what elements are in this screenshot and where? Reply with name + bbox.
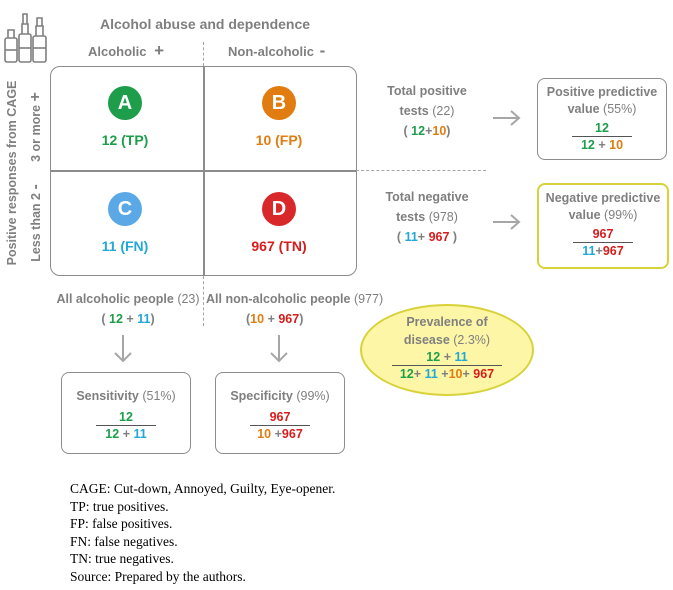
sensitivity-fraction: 12 12 + 11 [96,410,156,441]
footnote-cage: CAGE: Cut-down, Annoyed, Guilty, Eye-ope… [70,481,336,496]
footnote-fp: FP: false positives. [70,516,173,531]
arrow-down-icon [270,335,288,363]
ppv-label: Positive predictive [546,85,658,99]
prevalence-ellipse: Prevalence of disease (2.3%) 12 + 11 12+… [360,304,534,396]
cell-c-value: 11 (FN) [101,238,149,254]
row-header-top: 3 or more + [27,92,44,162]
column-divider [203,42,204,66]
grid-horizontal-divider [51,170,356,172]
npv-fraction: 967 11+967 [573,227,633,258]
column-header-alcoholic: Alcoholic + [88,41,165,60]
footnotes: CAGE: Cut-down, Annoyed, Guilty, Eye-ope… [70,480,335,585]
ppv-box: Positive predictive value (55%) 12 12 + … [537,78,667,160]
alcohol-bottles-icon [4,13,47,63]
row-divider-dashed [356,170,486,171]
row-axis-title: Positive responses from CAGE [5,80,19,266]
footnote-tn: TN: true negatives. [70,551,174,566]
prevalence-fraction: 12 + 11 12+ 11 +10+ 967 [392,350,502,381]
cell-d-circle: D [262,192,296,226]
arrow-down-icon [114,335,132,363]
total-negative-label: Total negative tests (978) ( 11+ 967 ) [385,190,469,244]
arrow-right-icon [493,110,521,126]
arrow-right-icon [493,214,521,230]
column-divider-lower [203,276,204,326]
column-header-nonalcoholic: Non-alcoholic - [228,41,326,60]
sensitivity-box: Sensitivity (51%) 12 12 + 11 [61,372,191,454]
footnote-source: Source: Prepared by the authors. [70,568,246,584]
total-positive-label: Total positive tests (22) ( 12+10) [387,84,467,138]
cell-a-circle: A [108,86,142,120]
cell-b-value: 10 (FP) [255,132,303,148]
cell-c-circle: C [108,192,142,226]
footnote-fn: FN: false negatives. [70,533,178,549]
row-header-bottom: Less than 2 - [27,184,44,262]
cell-d-value: 967 (TN) [251,238,307,254]
all-nonalcoholic-label: All non-alcoholic people (977) (10 + 967… [206,292,384,326]
diagram-title: Alcohol abuse and dependence [100,16,311,32]
specificity-label: Specificity [230,389,293,403]
ppv-fraction: 12 12 + 10 [572,121,632,152]
npv-label: Negative predictive [545,191,661,205]
specificity-fraction: 967 10 +967 [250,410,310,441]
footnote-tp: TP: true positives. [70,498,169,514]
cell-a-value: 12 (TP) [101,132,149,148]
prevalence-label: Prevalence of [406,315,488,329]
sensitivity-label: Sensitivity [76,389,139,403]
specificity-box: Specificity (99%) 967 10 +967 [215,372,345,454]
cell-b-circle: B [262,86,296,120]
contingency-table [50,66,357,276]
npv-box: Negative predictive value (99%) 967 11+9… [537,183,669,269]
all-alcoholic-label: All alcoholic people (23) ( 12 + 11) [56,292,200,326]
